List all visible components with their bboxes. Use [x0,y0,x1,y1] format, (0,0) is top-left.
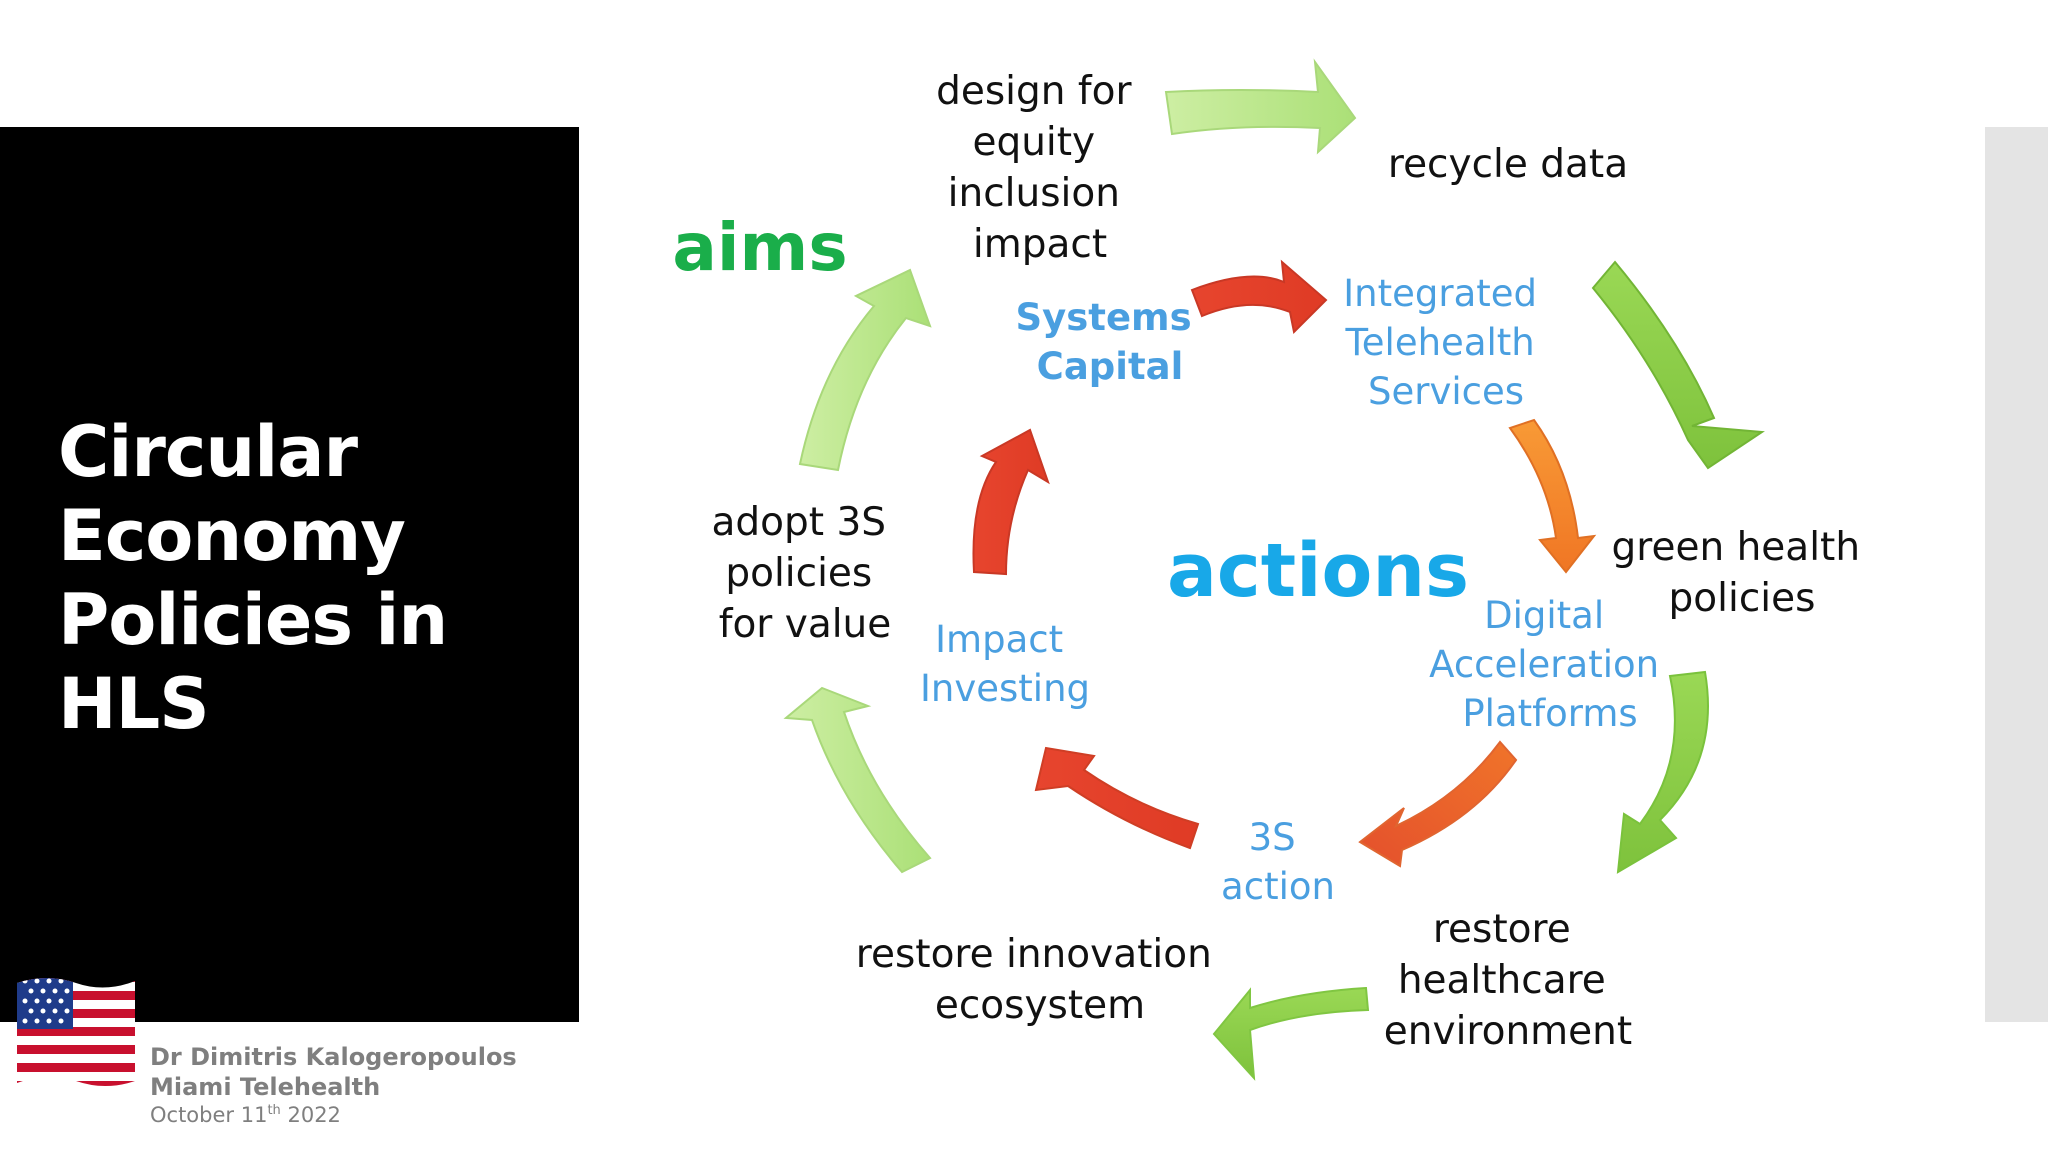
outer-label-line: restore [1433,907,1571,952]
outer-arrow-lower-left [783,686,932,874]
slide-title-line: Circular [58,411,358,493]
inner-label-line: Services [1368,370,1524,413]
outer-label-line: for value [719,602,892,647]
inner-label-line: Integrated [1343,272,1537,315]
outer-label-green: green health policies [1612,525,1873,621]
inner-label-line: Telehealth [1344,321,1534,364]
inner-label-line: Digital [1484,594,1604,637]
inner-arrow-lower-right [1358,740,1518,868]
inner-label-3s-action: 3S action [1221,816,1335,908]
slide-title-line: Economy [58,495,406,577]
title-panel [0,127,579,1022]
inner-arrows [972,259,1597,868]
outer-arrows [783,58,1765,1081]
outer-label-line: environment [1384,1009,1632,1054]
us-flag-icon [17,978,135,1086]
slide-title-line: Policies in [58,579,448,661]
side-strip [1985,127,2048,1022]
outer-label-line: inclusion [948,171,1120,216]
outer-label-line: green health [1612,525,1861,570]
inner-label-line: Capital [1037,345,1184,388]
inner-label-line: Acceleration [1429,643,1659,686]
footer-date-text: October 11 [150,1103,268,1127]
outer-label-line: recycle data [1388,142,1628,187]
footer-event: Miami Telehealth [150,1073,381,1101]
outer-label-line: restore innovation [856,932,1212,977]
footer-date: October 11th 2022 [150,1103,341,1127]
inner-label-line: Investing [920,667,1090,710]
outer-label-adopt: adopt 3S policies for value [712,500,899,647]
inner-label-systems-capital: Systems Capital [1015,296,1204,388]
outer-label-restore-healthcare: restore healthcare environment [1384,907,1632,1054]
inner-label-line: Platforms [1462,692,1637,735]
outer-label-line: policies [1669,576,1816,621]
inner-arrow-top [1190,259,1328,335]
outer-label-line: impact [973,222,1107,267]
outer-arrow-upper-left [798,268,932,472]
inner-arrow-lower-left [1034,746,1200,850]
outer-label-line: design for [936,69,1132,114]
outer-arrow-upper-right [1591,260,1765,470]
outer-arrow-bottom [1212,986,1370,1081]
slide-title-line: HLS [58,663,210,745]
outer-arrow-top [1164,58,1357,155]
outer-label-line: ecosystem [935,983,1145,1028]
outer-label-restore-innovation: restore innovation ecosystem [856,932,1224,1028]
footer-date-suffix: th [267,1103,281,1118]
inner-label-line: 3S [1249,816,1296,859]
inner-label-digital: Digital Acceleration Platforms [1429,594,1671,735]
outer-label-recycle: recycle data [1388,142,1628,187]
inner-label-telehealth: Integrated Telehealth Services [1343,272,1549,413]
inner-arrow-left [972,428,1050,576]
footer-date-year: 2022 [280,1103,341,1127]
slide-title: Circular Economy Policies in HLS [58,410,558,746]
outer-arrow-lower-right [1616,670,1709,874]
inner-label-line: Systems [1015,296,1191,339]
outer-label-design: design for equity inclusion impact [936,69,1144,267]
aims-label: aims [672,209,847,286]
inner-label-line: action [1221,865,1335,908]
outer-label-line: equity [972,120,1095,165]
footer-author: Dr Dimitris Kalogeropoulos [150,1043,517,1071]
actions-label: actions [1167,528,1469,614]
inner-label-line: Impact [935,618,1063,661]
inner-arrow-right [1508,418,1597,574]
outer-label-line: healthcare [1398,958,1606,1003]
inner-label-impact-investing: Impact Investing [920,618,1090,710]
outer-label-line: adopt 3S [712,500,887,545]
outer-label-line: policies [725,551,872,596]
